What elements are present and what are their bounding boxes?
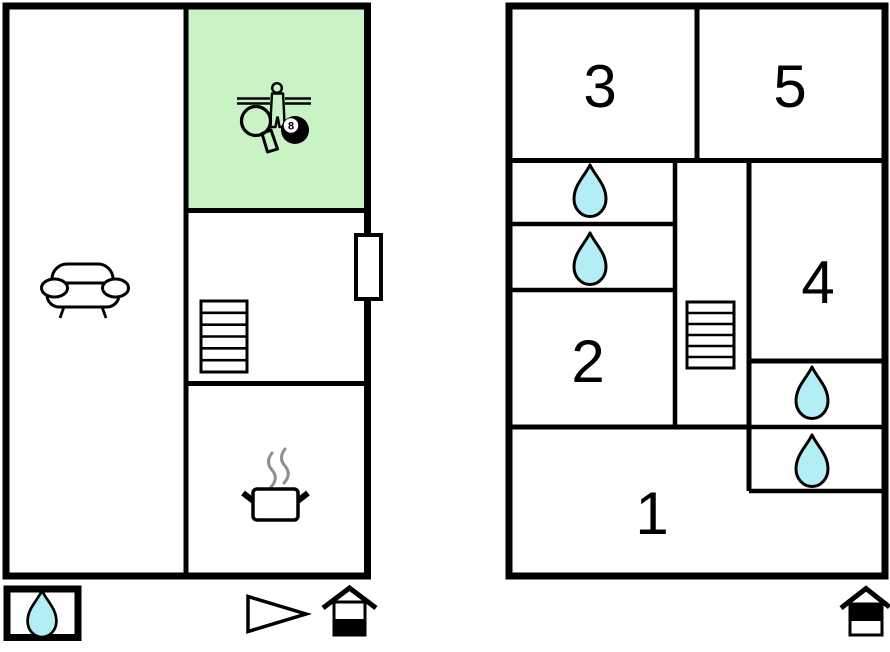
house-marked-level	[333, 619, 366, 636]
annex-room	[3, 585, 82, 641]
house-roof	[839, 585, 890, 610]
window-icon	[354, 233, 383, 301]
water-drop-icon	[572, 231, 608, 286]
stairs-icon	[685, 300, 736, 370]
house-roof	[321, 584, 378, 610]
room-number-4: 4	[801, 249, 834, 316]
room-number-5: 5	[773, 53, 806, 120]
sofa-icon	[40, 262, 130, 319]
water-drop-icon	[794, 433, 830, 488]
steam-line	[267, 451, 277, 489]
paddle-handle	[260, 128, 279, 154]
pool-eight-ball-icon: 8	[281, 116, 309, 144]
game-room-area	[188, 9, 365, 211]
first-floor-plan: 3 5 2 4 1	[505, 2, 890, 637]
room-number-2: 2	[571, 328, 604, 395]
water-drop-icon	[794, 365, 830, 420]
eight-ball-number: 8	[288, 121, 294, 133]
pot-body	[251, 487, 300, 522]
house-marked-level	[850, 604, 882, 621]
eight-ball-circle	[283, 118, 299, 133]
table-football-icon	[237, 81, 311, 129]
house-entrance-upper-icon	[839, 585, 890, 637]
stairs-icon	[199, 299, 249, 374]
house-entrance-ground-icon	[321, 584, 378, 637]
north-arrow-icon	[246, 594, 313, 634]
room-number-3: 3	[583, 53, 616, 120]
sofa-armrest	[101, 277, 130, 299]
cooking-pot-icon	[241, 447, 310, 522]
steam-line	[280, 447, 290, 485]
ground-floor-plan: 8	[2, 2, 383, 641]
sofa-armrest	[40, 277, 69, 299]
table-tennis-icon	[239, 104, 279, 154]
water-drop-icon	[572, 163, 608, 218]
paddle-blade	[239, 104, 273, 138]
room-number-1: 1	[635, 480, 668, 547]
